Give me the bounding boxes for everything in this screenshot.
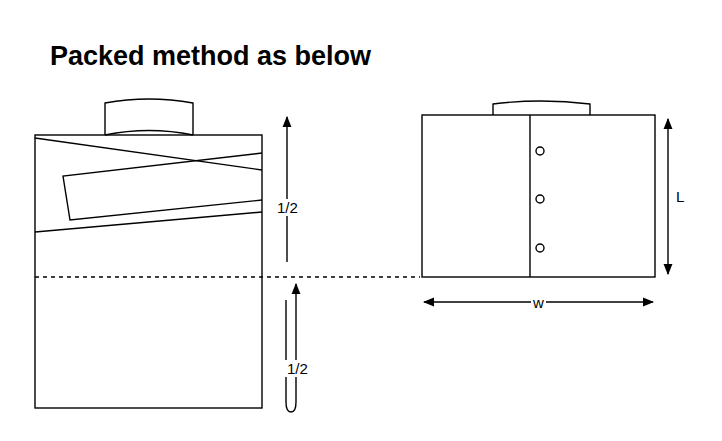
placket (529, 115, 530, 277)
fraction-label: 1/2 (275, 199, 300, 216)
sleeve-fold (35, 212, 262, 232)
button (536, 244, 544, 252)
length-dimension (667, 119, 668, 274)
collar-band (105, 131, 193, 136)
shirt-front (422, 115, 655, 277)
fraction-label: 1/2 (285, 360, 310, 377)
half-arrow (286, 117, 287, 262)
collar (105, 99, 193, 135)
sleeve-fold (35, 138, 262, 170)
half-arrow (285, 300, 286, 402)
fold-line (35, 276, 420, 277)
shirt-back (35, 135, 262, 408)
button (536, 147, 544, 155)
title: Packed method as below (50, 43, 371, 70)
dimension-label: w (531, 294, 546, 311)
button (536, 195, 544, 203)
dimension-label: L (674, 188, 686, 205)
collar (493, 101, 590, 115)
half-arrow (286, 284, 296, 412)
sleeve (63, 153, 262, 220)
